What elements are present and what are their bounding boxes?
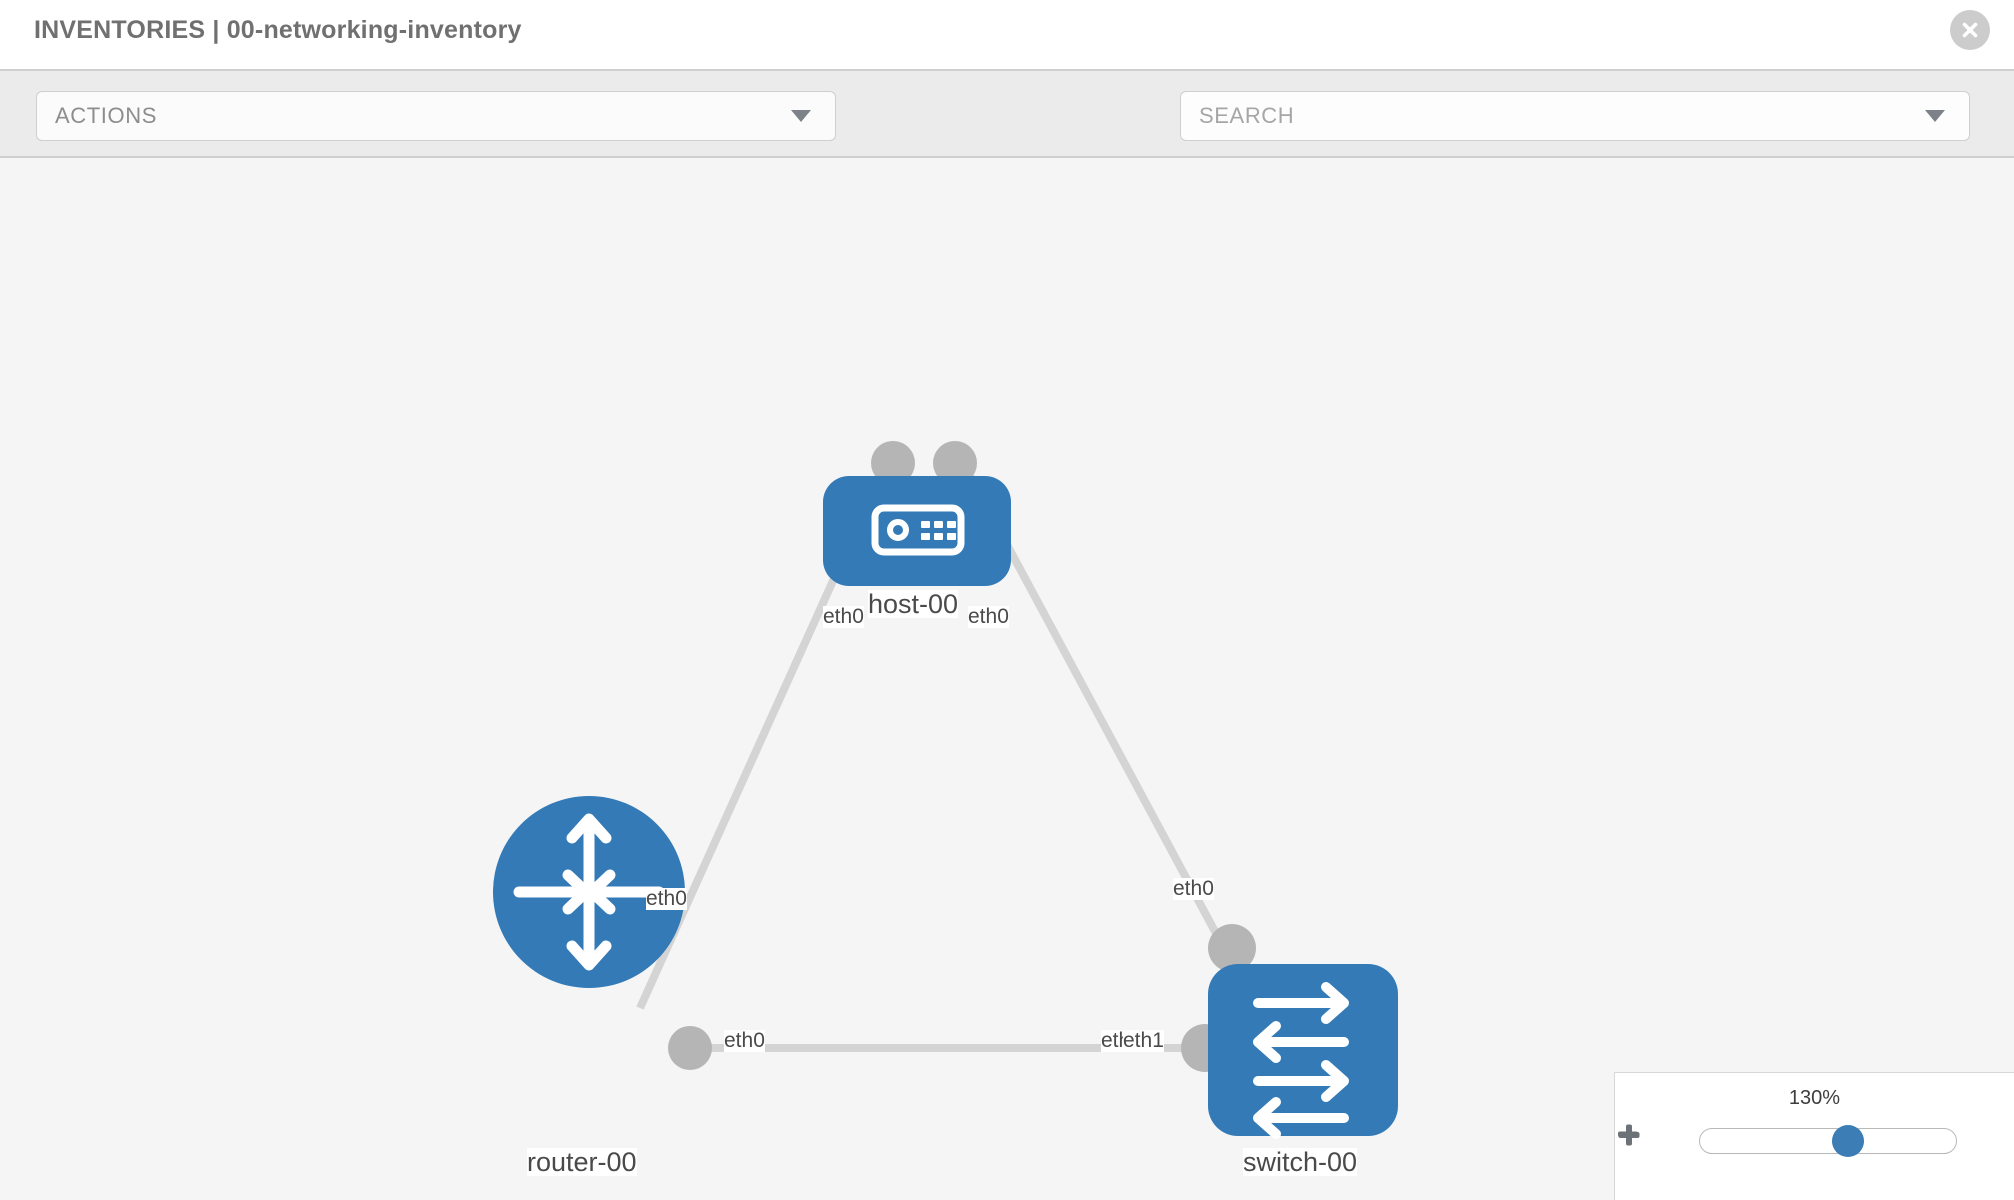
- page-header: INVENTORIES | 00-networking-inventory: [0, 0, 2014, 69]
- zoom-out-button[interactable]: [1618, 1121, 1687, 1161]
- zoom-percent-label: 130%: [1788, 1087, 1841, 1109]
- port-label-switch-left: eth1: [1123, 1029, 1164, 1053]
- node-label-router-00: router-00: [527, 1147, 637, 1177]
- search-input[interactable]: SEARCH: [1180, 91, 1970, 141]
- chevron-down-icon: [791, 110, 811, 122]
- actions-dropdown[interactable]: ACTIONS: [36, 91, 836, 141]
- port-router-right: [668, 1026, 712, 1070]
- port-label-switch-up: eth0: [1173, 877, 1214, 901]
- toolbar: ACTIONS SEARCH: [0, 69, 2014, 203]
- zoom-slider-row: [1615, 1121, 2014, 1161]
- zoom-in-button[interactable]: [1618, 1121, 2007, 1161]
- actions-dropdown-label: ACTIONS: [55, 103, 157, 128]
- port-switch-topleft: [1208, 924, 1256, 972]
- port-label-host-right: eth0: [968, 605, 1009, 629]
- topology-ports: [668, 441, 1256, 1072]
- server-icon: [871, 504, 965, 556]
- zoom-control: 130%: [1614, 1072, 2014, 1200]
- node-switch-00: [1208, 964, 1398, 1139]
- zoom-slider[interactable]: [1699, 1125, 1957, 1157]
- port-host-right: [933, 441, 977, 485]
- node-label-switch-00: switch-00: [1243, 1147, 1358, 1177]
- port-label-host-left: eth0: [823, 605, 864, 629]
- close-icon[interactable]: [1950, 10, 1990, 50]
- search-placeholder: SEARCH: [1199, 103, 1295, 128]
- port-label-router-right: eth0: [724, 1029, 765, 1053]
- node-host-00: [823, 476, 1011, 586]
- topology-canvas[interactable]: eth0 host-00 eth0 eth0 eth0 eth0 eth0 et…: [0, 158, 2014, 1200]
- page-title: INVENTORIES | 00-networking-inventory: [34, 16, 522, 44]
- node-label-host-00: host-00: [868, 589, 959, 619]
- router-arrows-icon: [513, 813, 665, 971]
- node-router-00: [493, 796, 685, 988]
- zoom-slider-thumb[interactable]: [1832, 1125, 1865, 1157]
- topology-graph: [493, 441, 1398, 1139]
- chevron-down-icon[interactable]: [1925, 110, 1945, 122]
- port-host-left: [871, 441, 915, 485]
- port-label-router-up: eth0: [646, 887, 687, 911]
- switch-arrows-icon: [1253, 982, 1349, 1139]
